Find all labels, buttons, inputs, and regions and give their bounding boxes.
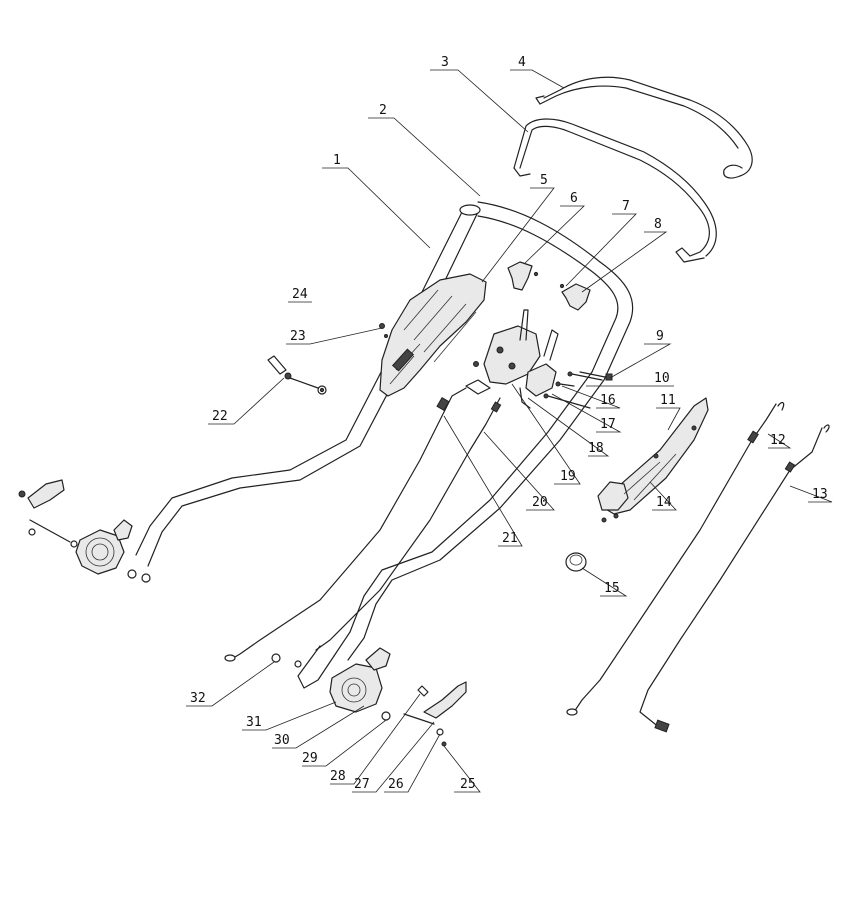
callout-25: 25 (460, 777, 476, 792)
callout-30: 30 (274, 733, 290, 748)
callout-14: 14 (656, 495, 672, 510)
callout-26: 26 (388, 777, 404, 792)
cable-13 (639, 424, 830, 733)
control-bracket-assembly (465, 309, 603, 409)
callout-16: 16 (600, 393, 616, 408)
handle-bar-3 (513, 118, 717, 263)
callout-15: 15 (604, 581, 620, 596)
callout-7: 7 (622, 199, 630, 214)
lower-left-knob-assembly (267, 323, 388, 395)
upper-handle-tube (297, 201, 634, 689)
lower-handle-tube-left (135, 204, 481, 567)
callout-24: 24 (292, 287, 308, 302)
callout-20: 20 (532, 495, 548, 510)
callout-4: 4 (518, 55, 526, 70)
lower-right-handle-bracket (271, 647, 467, 747)
callout-12: 12 (770, 433, 786, 448)
callout-6: 6 (570, 191, 578, 206)
callout-5: 5 (540, 173, 548, 188)
lower-left-handle-bracket (18, 479, 151, 583)
callout-8: 8 (654, 217, 662, 232)
cable-20 (315, 397, 502, 651)
callout-18: 18 (588, 441, 604, 456)
callout-29: 29 (302, 751, 318, 766)
callout-32: 32 (190, 691, 206, 706)
handle-bar-4 (535, 76, 753, 179)
callout-17: 17 (600, 417, 616, 432)
callout-1: 1 (333, 153, 341, 168)
cable-12 (566, 401, 785, 716)
lever-knob-6 (507, 261, 539, 291)
cable-21 (224, 387, 467, 662)
callout-11: 11 (660, 393, 676, 408)
callout-31: 31 (246, 715, 262, 730)
lever-knob-8 (559, 283, 591, 311)
control-cover-5 (379, 273, 487, 397)
callout-9: 9 (656, 329, 664, 344)
callout-2: 2 (379, 103, 387, 118)
callout-leaders: 1 2 3 4 5 6 7 8 9 10 11 12 13 14 15 16 1… (186, 55, 833, 793)
callout-19: 19 (560, 469, 576, 484)
callout-10: 10 (654, 371, 670, 386)
side-rail-11-14 (597, 397, 709, 523)
callout-21: 21 (502, 531, 518, 546)
callout-23: 23 (290, 329, 306, 344)
callout-22: 22 (212, 409, 228, 424)
cap-15 (565, 552, 587, 572)
callout-27: 27 (354, 777, 370, 792)
callout-28: 28 (330, 769, 346, 784)
callout-3: 3 (441, 55, 449, 70)
callout-13: 13 (812, 487, 828, 502)
